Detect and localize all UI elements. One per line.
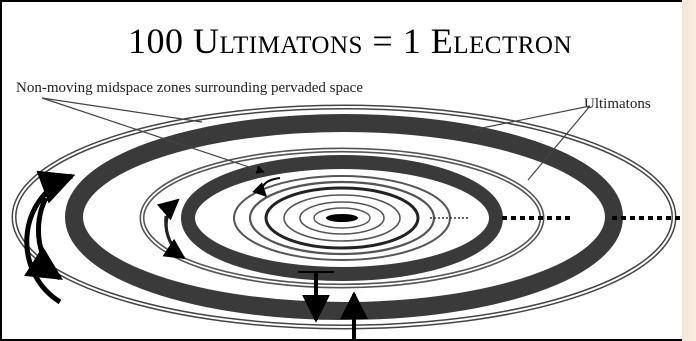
ultimatons-label: Ultimatons — [584, 96, 651, 112]
curved-arrow-icon — [156, 198, 186, 260]
curved-arrow-icon — [252, 177, 281, 197]
page-edge — [682, 0, 696, 341]
title-equals: = — [372, 21, 394, 61]
nucleus — [326, 214, 358, 222]
diagram-title: 100 Ultimatons = 1 Electron — [2, 20, 694, 62]
down-arrow-icon — [298, 271, 334, 323]
curved-arrow-icon — [24, 170, 76, 305]
title-word-left: Ultimatons — [193, 21, 363, 61]
inner-dark-band — [181, 155, 503, 281]
outer-ring — [11, 104, 677, 330]
midspace-zones-label: Non-moving midspace zones surrounding pe… — [16, 80, 363, 96]
title-number-right: 1 — [402, 21, 422, 61]
title-number-left: 100 — [128, 21, 184, 61]
title-word-right: Electron — [430, 21, 572, 61]
label-pointers — [41, 97, 591, 181]
